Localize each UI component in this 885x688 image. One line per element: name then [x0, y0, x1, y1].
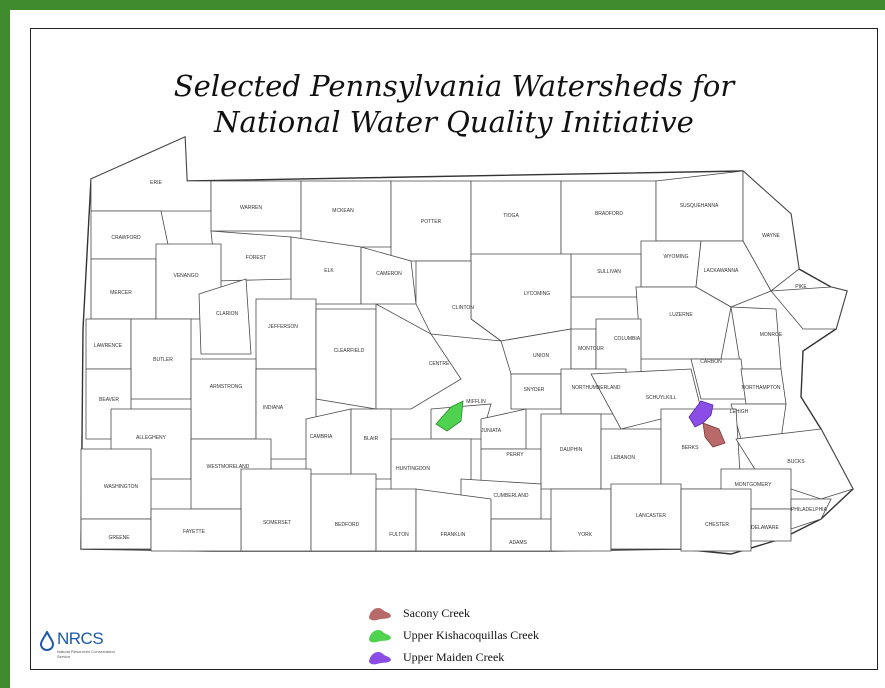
- logo-subtitle: Natural Resources Conservation Service: [57, 649, 115, 659]
- county-label: ERIE: [150, 180, 162, 186]
- county-label: NORTHUMBERLAND: [571, 385, 620, 391]
- county-label: CENTRE: [429, 361, 450, 367]
- county-label: LACKAWANNA: [704, 268, 739, 274]
- county-label: MONROE: [760, 332, 783, 338]
- map-title-line1: Selected Pennsylvania Watersheds for: [173, 69, 735, 103]
- county-label: ADAMS: [509, 540, 527, 546]
- legend-item-upper-maiden: Upper Maiden Creek: [367, 646, 539, 668]
- county-label: SNYDER: [524, 387, 545, 393]
- county-label: CRAWFORD: [111, 235, 141, 241]
- county-label: BUCKS: [787, 459, 805, 465]
- logo-text: NRCS: [57, 629, 104, 648]
- map-panel: Selected Pennsylvania Watersheds for Nat…: [30, 28, 878, 670]
- county-label: JUNIATA: [481, 428, 502, 434]
- county-label: WAYNE: [762, 233, 780, 239]
- county-label: GREENE: [108, 535, 130, 541]
- county-label: CUMBERLAND: [493, 493, 528, 499]
- county-label: NORTHAMPTON: [742, 385, 781, 391]
- county-label: FULTON: [389, 532, 409, 538]
- legend-item-sacony: Sacony Creek: [367, 602, 539, 624]
- county-label: CLEARFIELD: [334, 348, 365, 354]
- county-label: COLUMBIA: [614, 336, 641, 342]
- county-label: LUZERNE: [669, 312, 693, 318]
- legend: Sacony Creek Upper Kishacoquillas Creek …: [367, 602, 539, 668]
- county-label: WESTMORELAND: [207, 464, 250, 470]
- county-label: SOMERSET: [263, 520, 291, 526]
- county-label: BLAIR: [364, 436, 379, 442]
- county-label: BRADFORD: [595, 211, 623, 217]
- county-label: LEBANON: [611, 455, 635, 461]
- county-label: CAMBRIA: [310, 434, 333, 440]
- county-label: CHESTER: [705, 522, 729, 528]
- county-label: BEAVER: [99, 397, 119, 403]
- watershed-sacony: [702, 422, 726, 448]
- county-label: YORK: [578, 532, 593, 538]
- watershed-upper-maiden: [688, 400, 714, 428]
- county-label: SULLIVAN: [597, 269, 621, 275]
- county-label: MONTOUR: [578, 346, 604, 352]
- county-label: POTTER: [421, 219, 442, 225]
- county-label: CARBON: [700, 359, 722, 365]
- county-label: FOREST: [246, 255, 266, 261]
- county-label: BUTLER: [153, 357, 173, 363]
- legend-item-upper-kishacoquillas: Upper Kishacoquillas Creek: [367, 624, 539, 646]
- county-label: SCHUYLKILL: [646, 395, 677, 401]
- county-label: WARREN: [240, 205, 262, 211]
- county-label: CAMERON: [376, 271, 402, 277]
- county-label: CLINTON: [452, 305, 474, 311]
- county-label: LEHIGH: [730, 409, 749, 415]
- county-label: DAUPHIN: [560, 447, 583, 453]
- county-label: FAYETTE: [183, 529, 206, 535]
- county-label: INDIANA: [263, 405, 284, 411]
- legend-label: Sacony Creek: [403, 605, 470, 620]
- page-frame: Selected Pennsylvania Watersheds for Nat…: [10, 10, 885, 688]
- county-label: SUSQUEHANNA: [680, 203, 719, 209]
- legend-label: Upper Kishacoquillas Creek: [403, 627, 539, 642]
- county-label: MIFFLIN: [466, 399, 486, 405]
- nrcs-logo: NRCS Natural Resources Conservation Serv…: [39, 629, 119, 665]
- county-label: MERCER: [110, 290, 132, 296]
- county-label: ELK: [324, 268, 334, 274]
- legend-swatch-icon: [369, 652, 391, 665]
- county-label: JEFFERSON: [268, 324, 298, 330]
- county-labels: ERIE WARREN MCKEAN POTTER TIOGA BRADFORD…: [94, 180, 828, 546]
- county-label: VENANGO: [173, 273, 198, 279]
- county-label: LYCOMING: [524, 291, 550, 297]
- pennsylvania-map: ERIE WARREN MCKEAN POTTER TIOGA BRADFORD…: [80, 135, 854, 555]
- county-label: FRANKLIN: [441, 532, 466, 538]
- county-label: ARMSTRONG: [210, 384, 243, 390]
- county-label: MCKEAN: [332, 208, 354, 214]
- county-label: ALLEGHENY: [136, 435, 167, 441]
- county-label: PIKE: [795, 284, 807, 290]
- county-label: TIOGA: [503, 213, 519, 219]
- county-label: MONTGOMERY: [735, 482, 773, 488]
- legend-label: Upper Maiden Creek: [403, 649, 505, 664]
- legend-swatch-icon: [369, 608, 391, 621]
- county-label: PHILADELPHIA: [791, 507, 828, 513]
- map-title-line2: National Water Quality Initiative: [214, 105, 694, 139]
- county-label: BEDFORD: [335, 522, 360, 528]
- county-label: UNION: [533, 353, 550, 359]
- water-drop-icon: [39, 631, 55, 651]
- county-label: BERKS: [682, 445, 700, 451]
- county-label: WYOMING: [664, 254, 689, 260]
- county-label: PERRY: [506, 452, 524, 458]
- county-label: LANCASTER: [636, 513, 666, 519]
- county-label: LAWRENCE: [94, 343, 123, 349]
- county-label: HUNTINGDON: [396, 466, 430, 472]
- county-label: WASHINGTON: [104, 484, 139, 490]
- county-boundaries: [80, 136, 854, 552]
- county-label: DELAWARE: [751, 525, 779, 531]
- watershed-upper-kishacoquillas: [435, 400, 464, 432]
- legend-swatch-icon: [369, 630, 391, 643]
- county-label: CLARION: [216, 311, 239, 317]
